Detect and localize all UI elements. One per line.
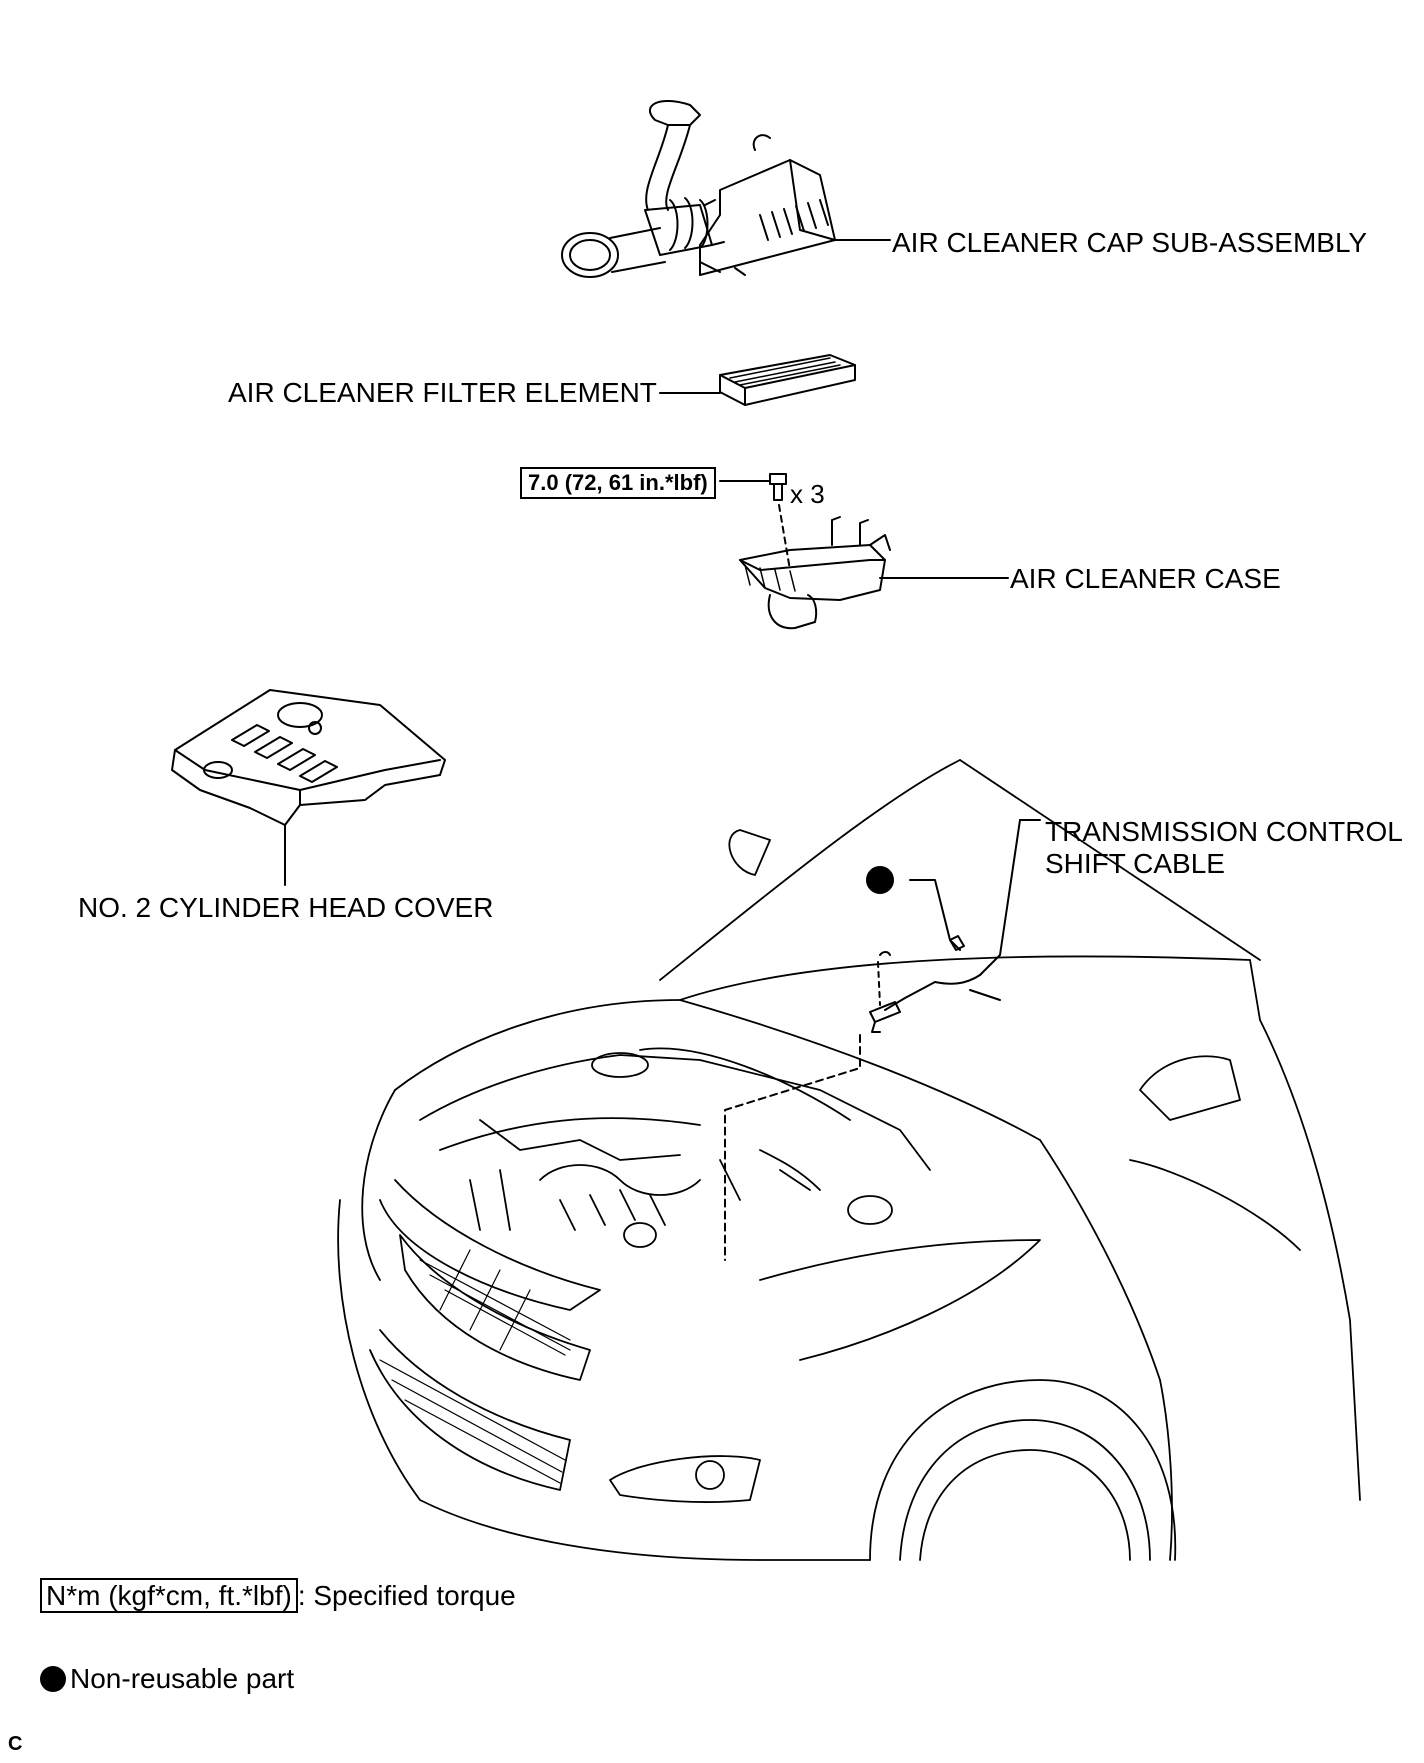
label-air-cleaner-case: AIR CLEANER CASE — [1010, 563, 1281, 594]
torque-spec-box: 7.0 (72, 61 in.*lbf) — [520, 467, 716, 499]
nonreusable-dot-icon — [40, 1666, 66, 1692]
label-air-cleaner-cap: AIR CLEANER CAP SUB-ASSEMBLY — [892, 227, 1368, 258]
legend-torque: N*m (kgf*cm, ft.*lbf): Specified torque — [40, 1578, 516, 1613]
air-cleaner-case-illustration — [739, 516, 1009, 630]
bolt-quantity: x 3 — [790, 479, 825, 509]
cylinder-head-cover-illustration — [171, 689, 446, 886]
legend-torque-symbol: N*m (kgf*cm, ft.*lbf) — [40, 1578, 298, 1613]
legend-torque-desc: : Specified torque — [297, 1580, 516, 1611]
label-shift-cable-line1: TRANSMISSION CONTROL — [1045, 816, 1403, 847]
corner-mark: C — [8, 1733, 23, 1755]
bolt-illustration — [719, 473, 791, 571]
legend-nonreusable-desc: Non-reusable part — [70, 1663, 295, 1694]
legend-nonreusable: Non-reusable part — [40, 1663, 294, 1695]
label-cylinder-head-cover: NO. 2 CYLINDER HEAD COVER — [78, 892, 494, 923]
label-filter-element: AIR CLEANER FILTER ELEMENT — [228, 377, 657, 408]
filter-element-illustration — [659, 354, 856, 406]
lower-grille — [369, 1329, 571, 1491]
air-cleaner-cap-illustration — [561, 100, 891, 278]
upper-grille — [399, 1234, 591, 1381]
nonreusable-dot — [866, 866, 894, 894]
label-shift-cable-line2: SHIFT CABLE — [1045, 848, 1225, 879]
vehicle-illustration — [337, 759, 1361, 1561]
